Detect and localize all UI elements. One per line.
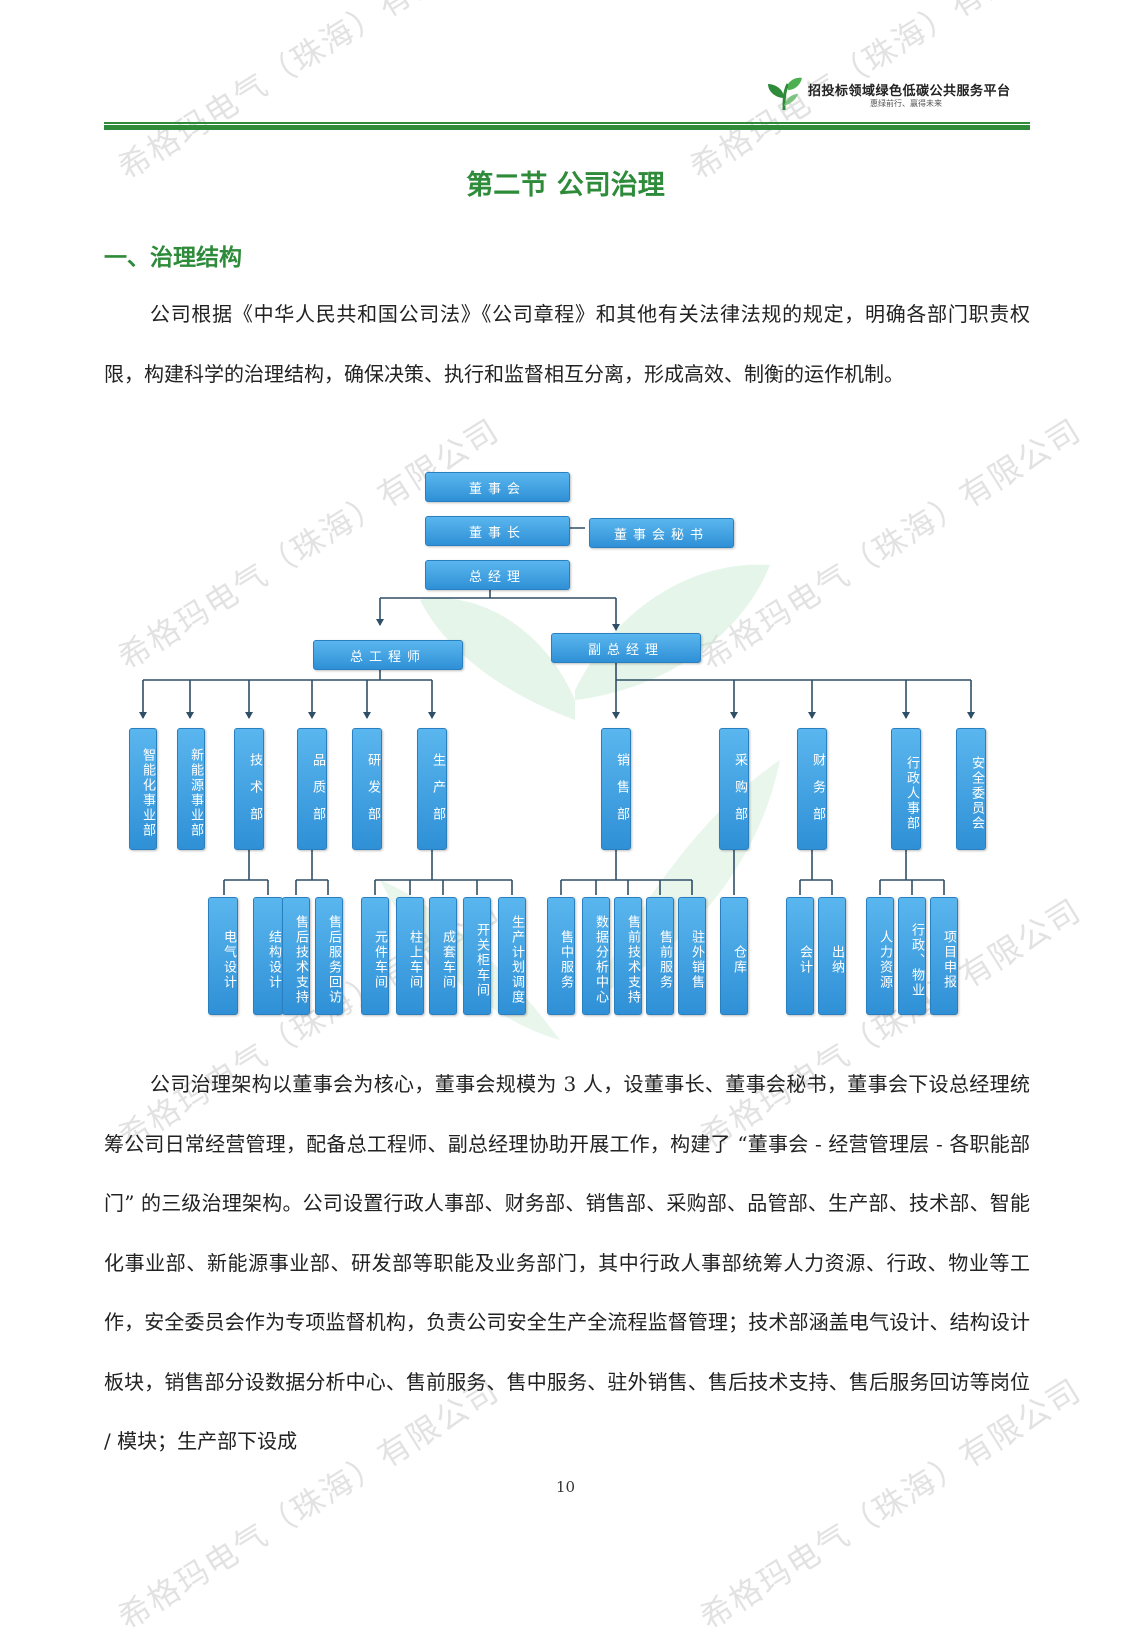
dept-production: 生产部 <box>417 728 447 850</box>
sub-in-sale-service: 售中服务 <box>547 897 575 1015</box>
dept-safety-committee: 安全委员会 <box>956 728 986 850</box>
chairman-box: 董事长 <box>425 516 570 546</box>
governance-paragraph: 公司治理架构以董事会为核心，董事会规模为 3 人，设董事长、董事会秘书，董事会下… <box>104 1072 1030 1453</box>
sub-human-resources: 人力资源 <box>866 897 894 1015</box>
sub-warehouse: 仓库 <box>720 897 748 1015</box>
org-connectors <box>139 527 975 895</box>
sub-accounting: 会计 <box>786 897 814 1015</box>
sub-aftersales-tech-support: 售后技术支持 <box>282 897 310 1015</box>
chief-engineer-box: 总工程师 <box>313 640 463 670</box>
sub-structural-design: 结构设计 <box>253 897 283 1015</box>
heading-governance-structure: 一、治理结构 <box>104 245 242 271</box>
header-rule <box>104 122 1030 124</box>
dept-admin-hr: 行政人事部 <box>891 728 921 850</box>
dept-technology: 技术部 <box>234 728 264 850</box>
sub-project-application: 项目申报 <box>930 897 958 1015</box>
sub-admin-property: 行政、物业 <box>898 897 926 1015</box>
dept-new-energy: 新能源事业部 <box>177 728 205 850</box>
board-secretary-box: 董事会秘书 <box>589 518 734 548</box>
dept-quality: 品质部 <box>297 728 327 850</box>
sub-production-scheduling: 生产计划调度 <box>498 897 526 1015</box>
sub-pole-workshop: 柱上车间 <box>396 897 424 1015</box>
sub-cashier: 出纳 <box>818 897 846 1015</box>
dept-purchasing: 采购部 <box>719 728 749 850</box>
section-title: 第二节 公司治理 <box>466 170 665 201</box>
dept-finance: 财务部 <box>797 728 827 850</box>
green-leaf-logo-icon <box>768 77 802 111</box>
sub-component-workshop: 元件车间 <box>361 897 389 1015</box>
dept-rnd: 研发部 <box>352 728 382 850</box>
page-number: 10 <box>555 1478 576 1496</box>
board-box: 董事会 <box>425 472 570 502</box>
org-chart: 董事会 董事长 董事会秘书 总经理 总工程师 副总经理 智能化事业部 新能源事业… <box>129 472 986 1045</box>
dept-intelligent: 智能化事业部 <box>129 728 157 850</box>
sub-electrical-design: 电气设计 <box>208 897 238 1015</box>
header-subtitle: 惠绿前行、赢得未来 <box>870 99 942 108</box>
header-title: 招投标领域绿色低碳公共服务平台 <box>808 84 1011 99</box>
sub-field-sales: 驻外销售 <box>678 897 706 1015</box>
header-rule <box>104 125 1030 130</box>
deputy-gm-box: 副总经理 <box>551 633 701 663</box>
intro-paragraph: 公司根据《中华人民共和国公司法》《公司章程》和其他有关法律法规的规定，明确各部门… <box>104 302 1030 386</box>
dept-sales: 销售部 <box>601 728 631 850</box>
sub-complete-set-workshop: 成套车间 <box>429 897 457 1015</box>
general-manager-box: 总经理 <box>425 560 570 590</box>
sub-presales-tech-support: 售前技术支持 <box>614 897 642 1015</box>
sub-presales-service: 售前服务 <box>646 897 674 1015</box>
sub-aftersales-followup: 售后服务回访 <box>315 897 343 1015</box>
sub-switchgear-workshop: 开关柜车间 <box>463 897 491 1015</box>
sub-data-analysis-center: 数据分析中心 <box>582 897 610 1015</box>
